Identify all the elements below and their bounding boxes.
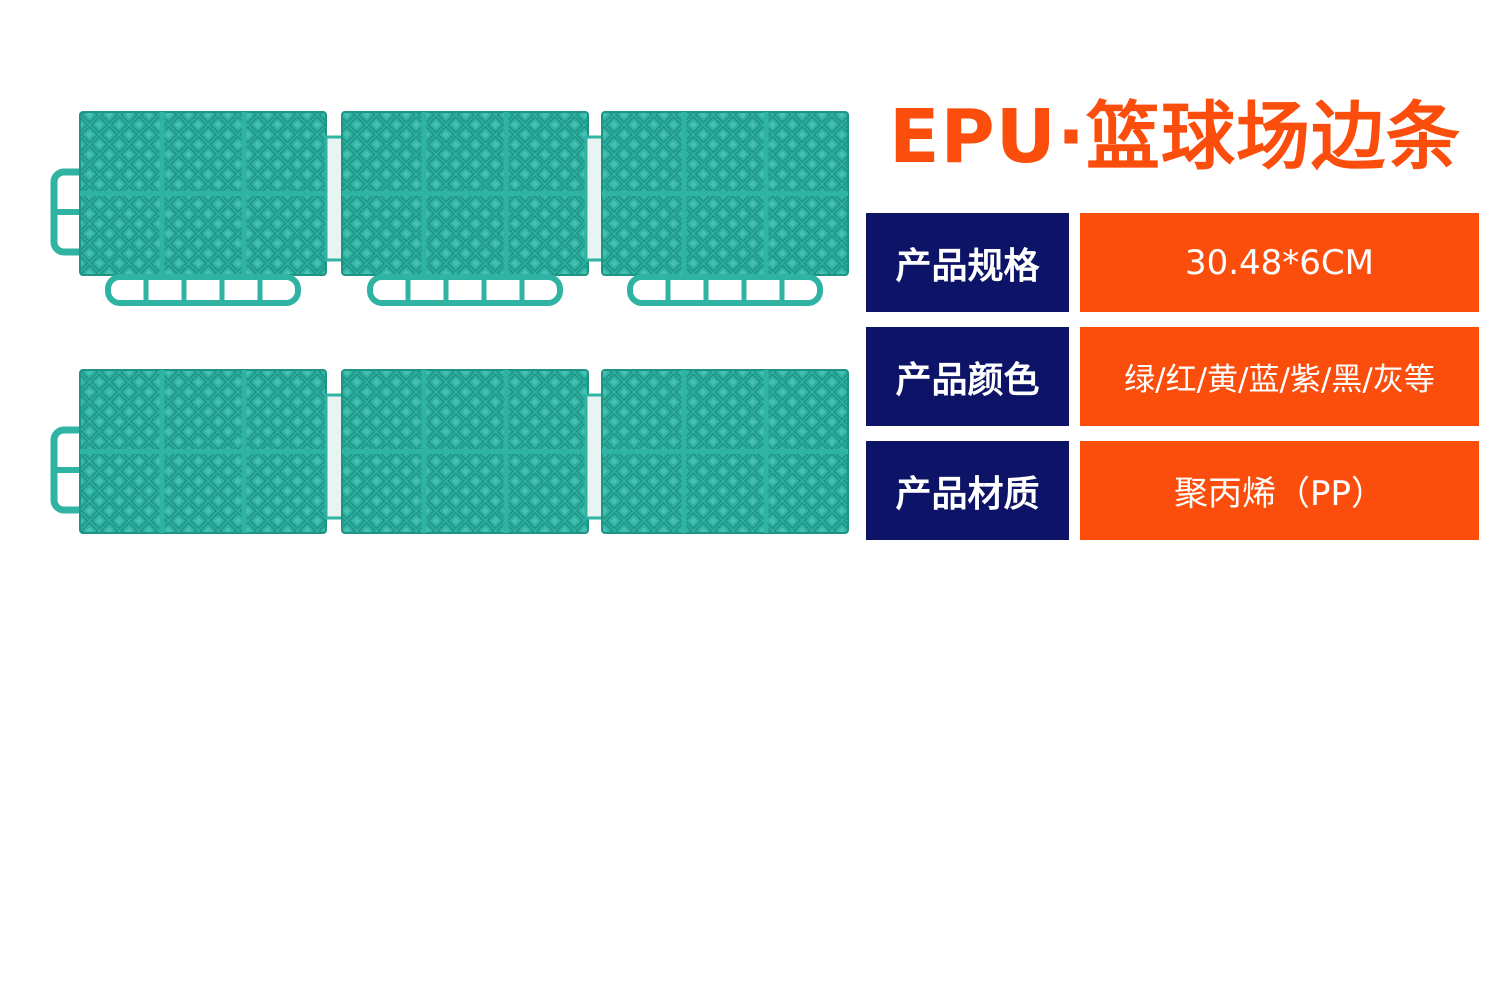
spec-label-material: 产品材质 <box>866 441 1069 540</box>
tile-bottom-loop <box>367 274 563 306</box>
spec-label-size: 产品规格 <box>866 213 1069 312</box>
product-image <box>50 111 849 534</box>
tile-bottom-loop <box>627 274 823 306</box>
spec-value-size: 30.48*6CM <box>1080 213 1479 312</box>
spec-row-color: 产品颜色 绿/红/黄/蓝/紫/黑/灰等 <box>866 327 1479 426</box>
spec-row-material: 产品材质 聚丙烯（PP） <box>866 441 1479 540</box>
page-title: EPU·篮球场边条 <box>889 94 1461 180</box>
spec-label-color: 产品颜色 <box>866 327 1069 426</box>
spec-row-size: 产品规格 30.48*6CM <box>866 213 1479 312</box>
spec-value-color: 绿/红/黄/蓝/紫/黑/灰等 <box>1080 327 1479 426</box>
tile-bottom-loop <box>105 274 301 306</box>
spec-value-material: 聚丙烯（PP） <box>1080 441 1479 540</box>
